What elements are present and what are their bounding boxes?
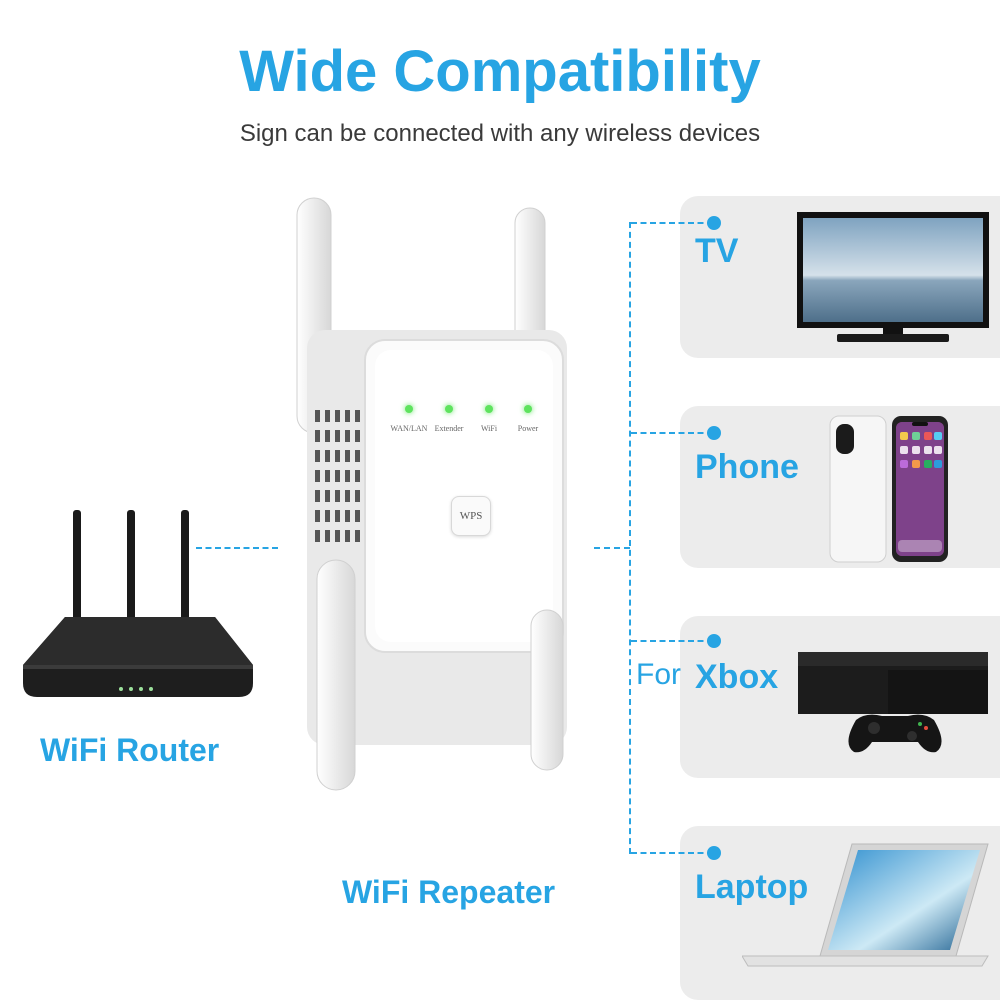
tv-link-dot: [707, 216, 721, 230]
repeater-link-line: [594, 547, 630, 549]
xbox-prefix-label: For: [636, 658, 681, 691]
tv-link-line: [631, 222, 713, 224]
repeater-illustration: [296, 197, 567, 791]
laptop-label: Laptop: [695, 868, 809, 906]
led-label-extender: Extender: [434, 424, 464, 433]
device-bus-line: [629, 222, 631, 854]
router-illustration: [23, 510, 253, 697]
router-label: WiFi Router: [40, 732, 220, 768]
xbox-label: Xbox: [695, 658, 779, 696]
led-label-wifi: WiFi: [480, 424, 498, 433]
led-wifi: [485, 405, 493, 413]
led-label-wan-lan: WAN/LAN: [390, 424, 428, 433]
tv-label: TV: [695, 232, 739, 270]
xbox-link-dot: [707, 634, 721, 648]
xbox-icon: [798, 652, 988, 753]
phone-link-line: [631, 432, 713, 434]
led-extender: [445, 405, 453, 413]
laptop-icon: [742, 843, 989, 967]
page-subtitle: Sign can be connected with any wireless …: [239, 120, 761, 147]
router-link-line: [196, 547, 278, 549]
page-title: Wide Compatibility: [239, 39, 761, 104]
phone-link-dot: [707, 426, 721, 440]
laptop-link-dot: [707, 846, 721, 860]
led-power: [524, 405, 532, 413]
laptop-link-line: [631, 852, 713, 854]
led-label-power: Power: [517, 424, 539, 433]
phone-icon: [829, 415, 948, 563]
repeater-label: WiFi Repeater: [342, 874, 556, 910]
xbox-link-line: [631, 640, 713, 642]
led-wan-lan: [405, 405, 413, 413]
tv-icon: [797, 212, 989, 342]
wps-button[interactable]: WPS: [451, 496, 491, 536]
phone-label: Phone: [695, 448, 799, 486]
